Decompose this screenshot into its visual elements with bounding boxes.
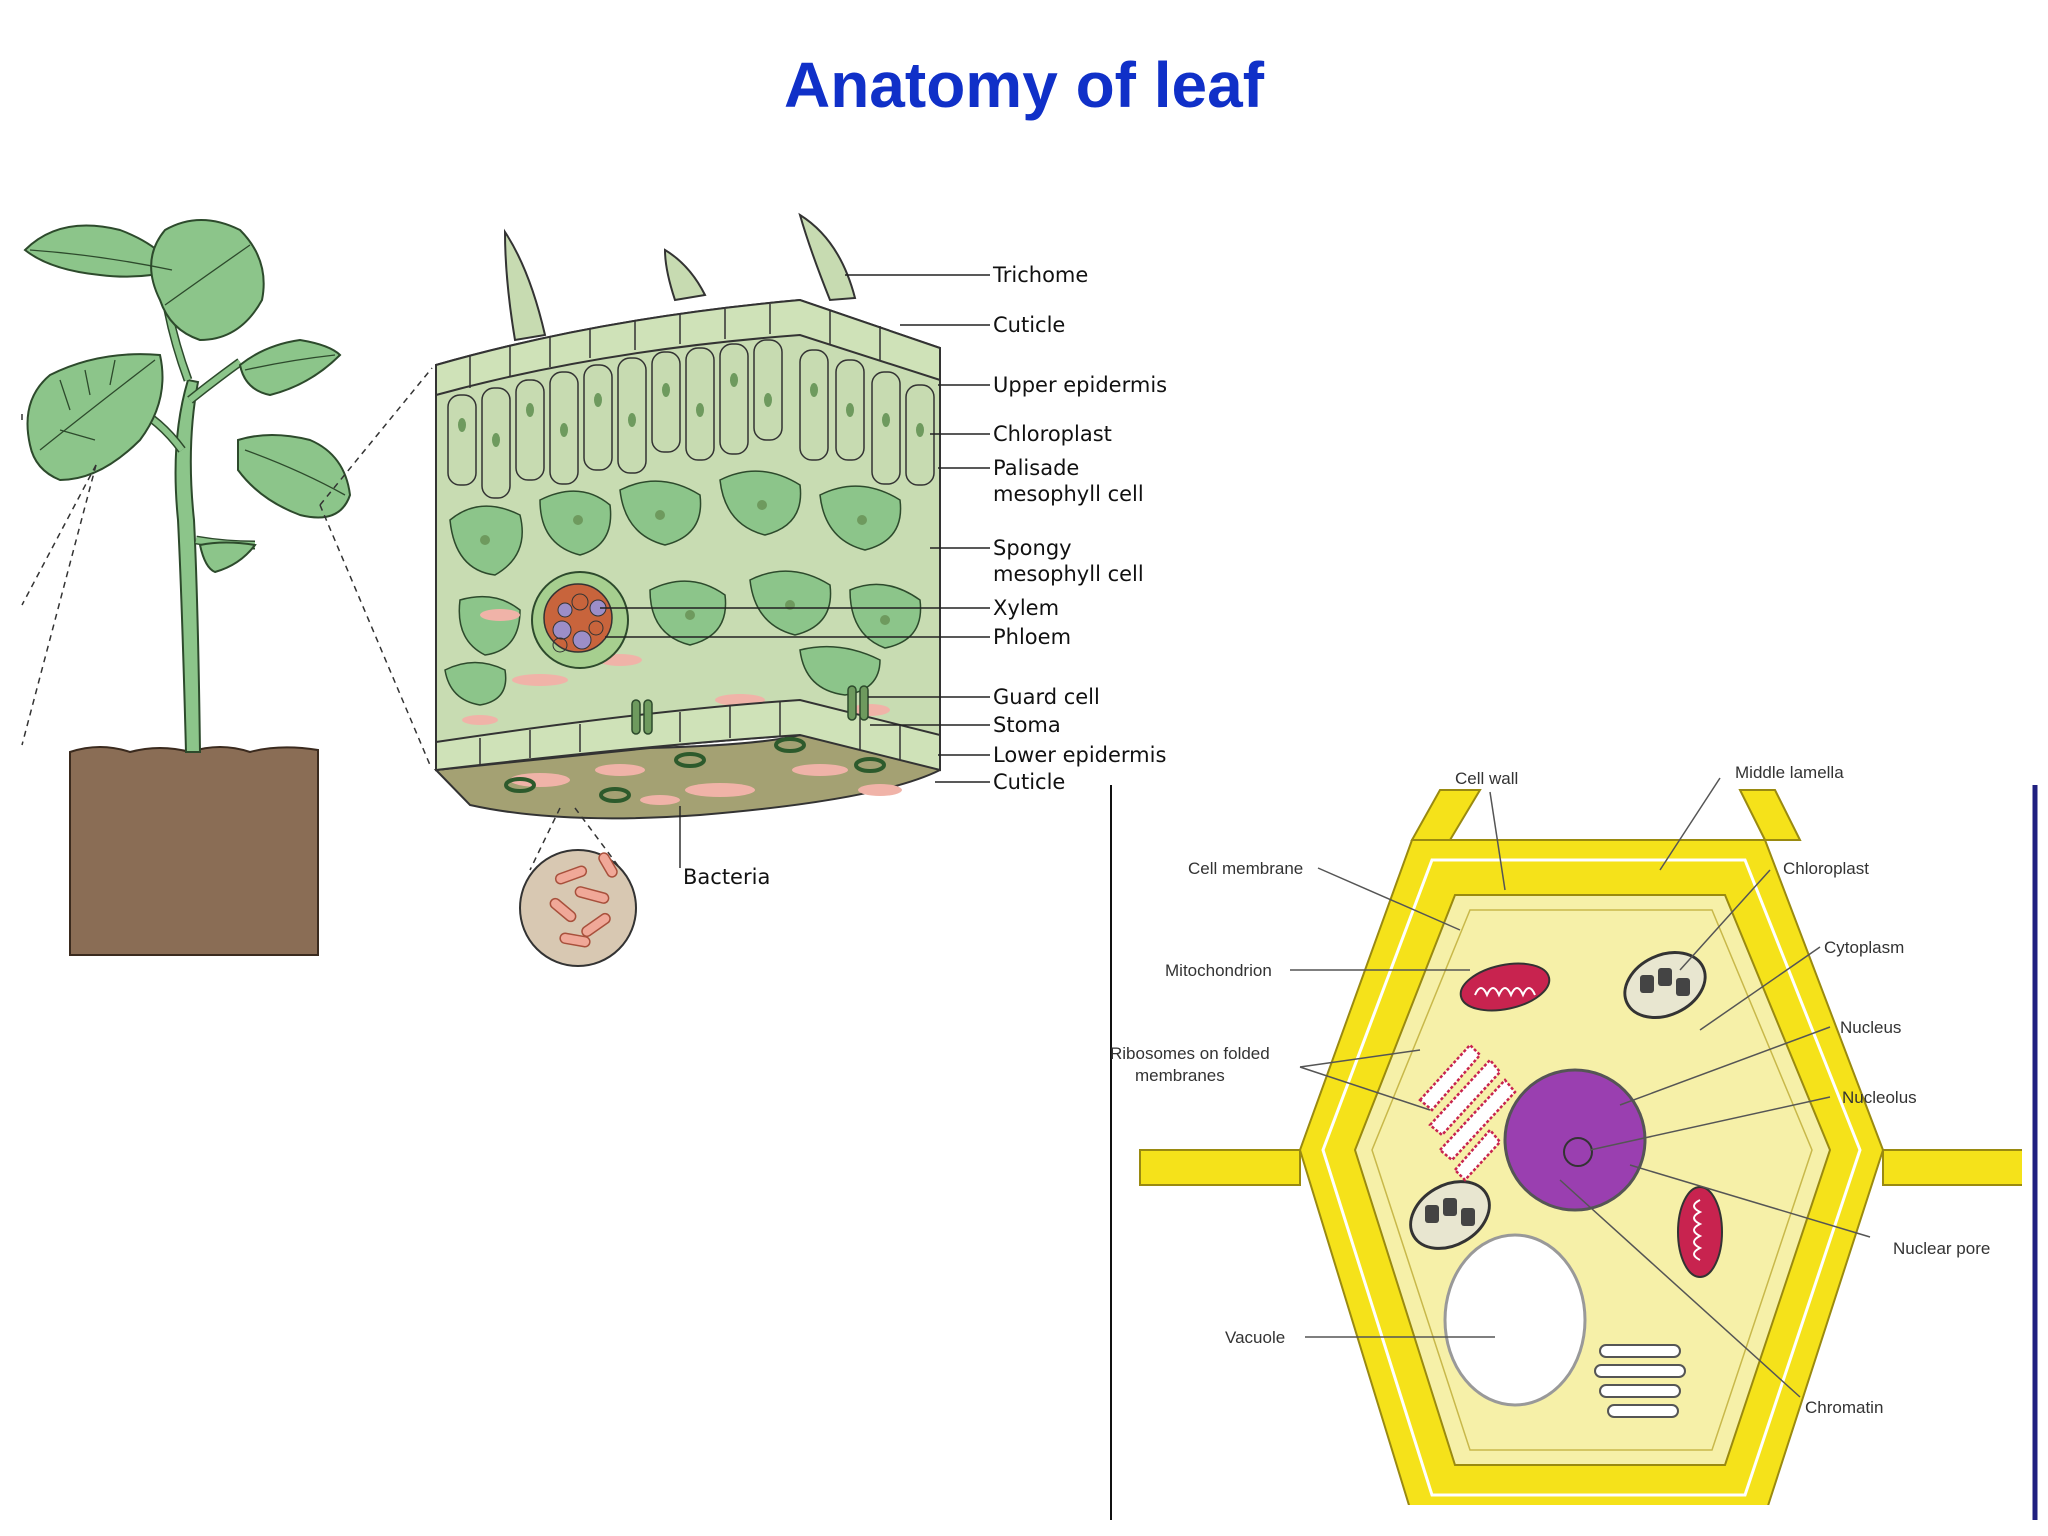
cell-label-group: Cell wall Middle lamella Cell membrane C… <box>1110 763 1990 1417</box>
rough-er <box>1418 1043 1517 1182</box>
plant-cell-diagram: Cell wall Middle lamella Cell membrane C… <box>1110 763 2038 1520</box>
label-middle-lamella: Middle lamella <box>1735 763 1844 782</box>
label-chloroplast: Chloroplast <box>993 422 1112 446</box>
label-spongy-mesophyll: mesophyll cell <box>993 562 1144 586</box>
leaf <box>237 434 352 519</box>
bacteria-inset <box>519 807 637 967</box>
label-nucleolus: Nucleolus <box>1842 1088 1917 1107</box>
label-palisade: Palisade <box>993 456 1079 480</box>
label-cuticle-upper: Cuticle <box>993 313 1065 337</box>
label-chloroplast-cell: Chloroplast <box>1783 859 1869 878</box>
leaf <box>26 353 164 482</box>
label-nuclear-pore: Nuclear pore <box>1893 1239 1990 1258</box>
label-chromatin: Chromatin <box>1805 1398 1883 1417</box>
label-cuticle-lower: Cuticle <box>993 770 1065 794</box>
label-trichome: Trichome <box>992 263 1088 287</box>
label-ribosomes-2: membranes <box>1135 1066 1225 1085</box>
lower-epidermis-band <box>435 698 941 772</box>
leaf <box>238 338 342 397</box>
label-cell-wall: Cell wall <box>1455 769 1518 788</box>
plant-illustration <box>21 219 433 956</box>
label-xylem: Xylem <box>993 596 1059 620</box>
label-spongy: Spongy <box>993 536 1072 560</box>
soil-block <box>69 746 319 956</box>
leaf <box>198 541 257 574</box>
label-phloem: Phloem <box>993 625 1071 649</box>
label-ribosomes-1: Ribosomes on folded <box>1110 1044 1270 1063</box>
leaf-label-group: Trichome Cuticle Upper epidermis Chlorop… <box>683 263 1167 889</box>
label-cytoplasm: Cytoplasm <box>1824 938 1904 957</box>
label-guard-cell: Guard cell <box>993 685 1100 709</box>
vascular-bundle <box>531 571 629 669</box>
mitochondrion <box>1677 1186 1723 1278</box>
chloroplast <box>1623 951 1707 1019</box>
label-stoma: Stoma <box>993 713 1061 737</box>
label-nucleus: Nucleus <box>1840 1018 1901 1037</box>
nucleus <box>1503 1068 1647 1212</box>
vacuole <box>1443 1233 1587 1407</box>
label-bacteria: Bacteria <box>683 865 770 889</box>
plant-stem <box>174 378 202 753</box>
label-vacuole: Vacuole <box>1225 1328 1285 1347</box>
label-cell-membrane: Cell membrane <box>1188 859 1303 878</box>
golgi <box>1594 1344 1686 1418</box>
mitochondrion <box>1459 962 1551 1012</box>
leaf-cross-section <box>433 212 941 967</box>
label-mitochondrion: Mitochondrion <box>1165 961 1272 980</box>
leaf <box>150 219 265 342</box>
upper-epidermis-band <box>435 298 941 397</box>
page-title: Anatomy of leaf <box>783 49 1265 121</box>
label-upper-epidermis: Upper epidermis <box>993 373 1167 397</box>
label-lower-epidermis: Lower epidermis <box>993 743 1166 767</box>
chloroplast <box>1409 1180 1491 1250</box>
label-palisade-mesophyll: mesophyll cell <box>993 482 1144 506</box>
lower-surface <box>433 733 941 820</box>
